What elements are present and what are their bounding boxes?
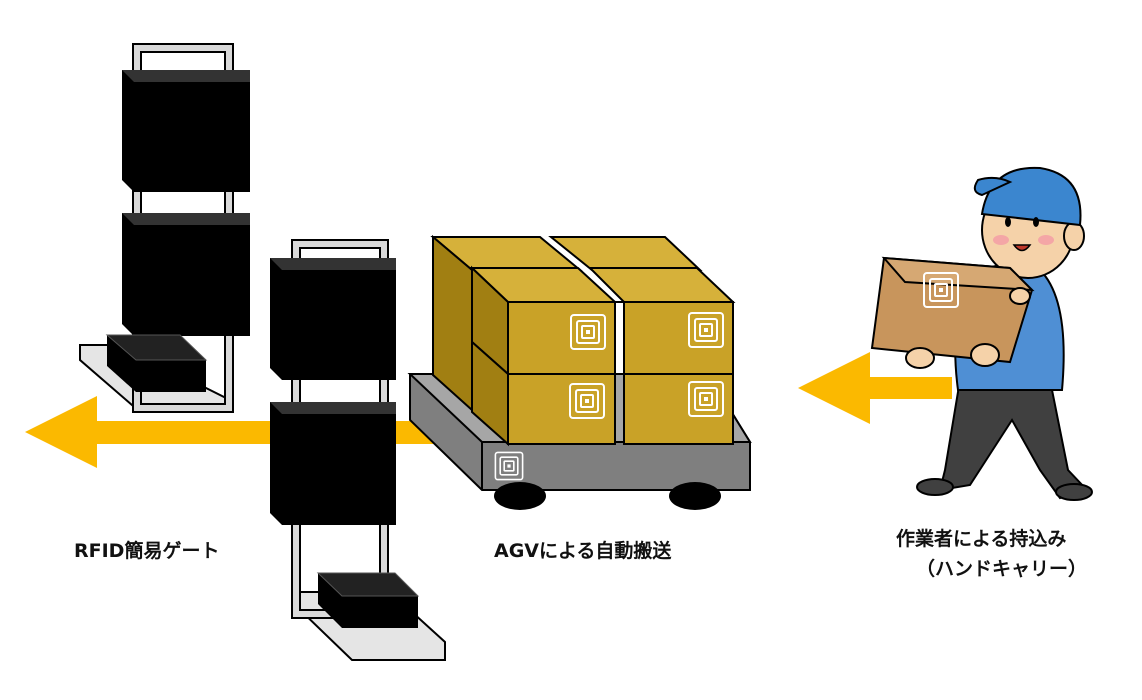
agv-label: AGVによる自動搬送 xyxy=(494,540,672,562)
worker-label-line2: （ハンドキャリー） xyxy=(916,558,1088,580)
rfid-gate-back xyxy=(79,43,250,413)
worker-label-line1: 作業者による持込み xyxy=(896,528,1067,550)
gate-label: RFID簡易ゲート xyxy=(74,540,220,562)
worker-figure xyxy=(870,166,1093,501)
rfid-gate-front xyxy=(270,239,446,661)
box-stack xyxy=(430,234,736,447)
flow-arrow-right xyxy=(798,352,952,424)
